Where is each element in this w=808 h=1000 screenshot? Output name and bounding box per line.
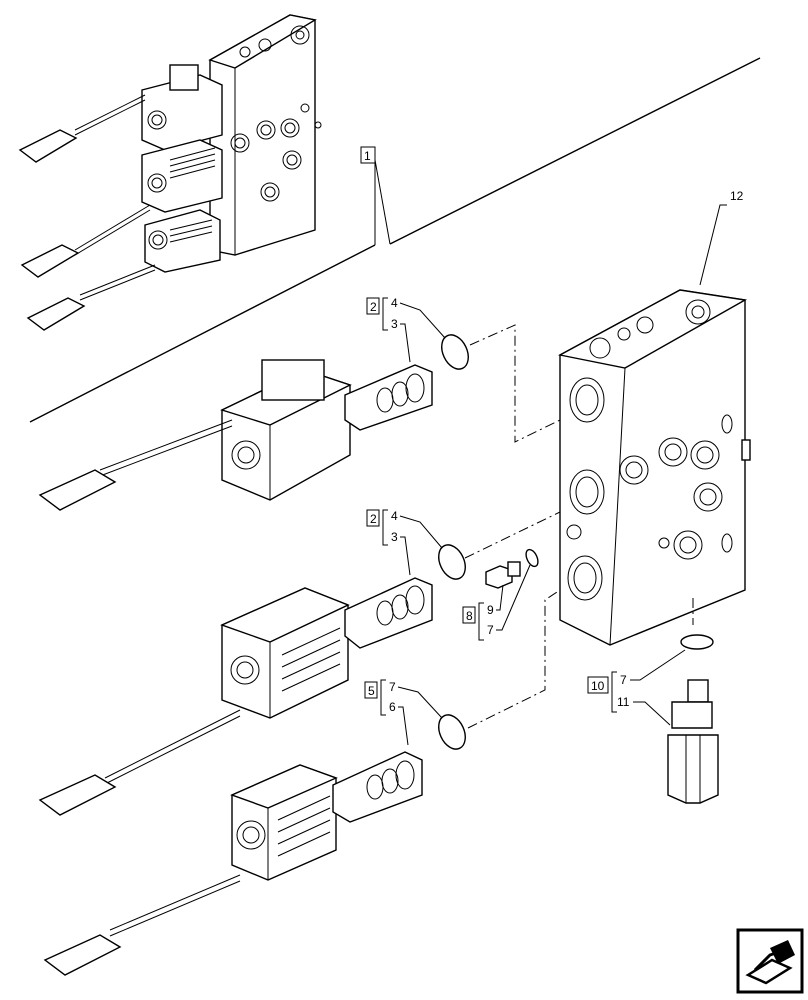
valve-block-12 <box>557 289 751 646</box>
callout-7b-label: 7 <box>389 680 396 694</box>
callout-4a-label: 4 <box>391 296 398 310</box>
cartridge-valve-middle <box>38 577 433 816</box>
separator-line <box>29 57 761 423</box>
callout-5-label: 5 <box>368 684 375 698</box>
callout-8-label: 8 <box>466 609 473 623</box>
pressure-switch-11 <box>667 679 719 804</box>
callout-9-label: 9 <box>487 603 494 617</box>
callout-12-label: 12 <box>730 189 744 203</box>
assembled-valve-block <box>18 14 322 331</box>
callout-10-label: 10 <box>591 679 605 693</box>
callout-3b-label: 3 <box>391 530 398 544</box>
o-ring-7-lower <box>438 714 466 750</box>
callout-11-label: 11 <box>617 695 630 709</box>
callout-box-2b <box>366 509 380 527</box>
callout-box-2a <box>366 297 380 315</box>
callout-box-8 <box>462 606 476 624</box>
cartridge-valve-lower <box>43 751 423 976</box>
next-page-arrow-icon[interactable] <box>736 928 804 994</box>
callout-2b-label: 2 <box>370 512 377 526</box>
callout-7a-label: 7 <box>487 623 494 637</box>
callout-4b-label: 4 <box>391 509 398 523</box>
callout-2a-label: 2 <box>370 300 377 314</box>
callout-box-1 <box>360 146 376 164</box>
o-ring-7-small <box>525 548 539 568</box>
o-ring-4-middle <box>438 544 466 580</box>
cartridge-valve-upper <box>38 359 433 511</box>
o-ring-7-bottom <box>680 634 714 650</box>
plug-9 <box>485 561 521 589</box>
callout-box-5 <box>364 681 378 699</box>
callout-6-label: 6 <box>389 700 396 714</box>
callout-3a-label: 3 <box>391 317 398 331</box>
o-ring-4-upper <box>441 334 469 370</box>
callout-7c-label: 7 <box>620 673 627 687</box>
callout-1-label: 1 <box>364 149 371 163</box>
callout-box-10 <box>587 676 609 694</box>
center-lines <box>464 324 694 729</box>
